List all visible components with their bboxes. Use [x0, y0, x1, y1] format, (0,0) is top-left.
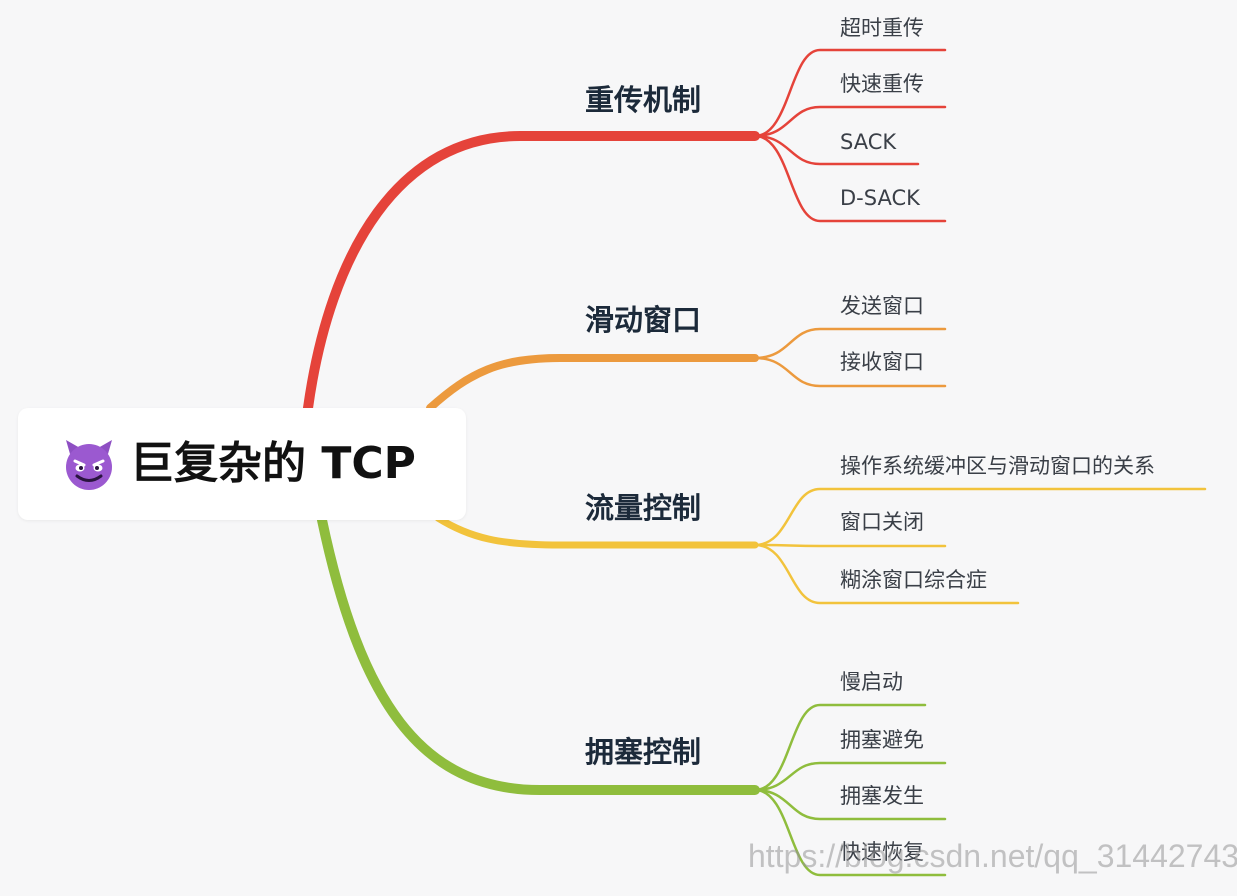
leaf-connector-8	[753, 543, 1020, 605]
branch-connectors	[303, 131, 760, 795]
branch-connector-1	[426, 354, 759, 412]
leaf-connector-11	[753, 788, 947, 821]
leaf-connector-4	[753, 327, 947, 360]
leaf-window-closed[interactable]: 窗口关闭	[840, 510, 924, 534]
leaf-os-buffer-window-relation[interactable]: 操作系统缓冲区与滑动窗口的关系	[840, 454, 1155, 478]
leaf-connector-6	[753, 487, 1207, 547]
leaf-slow-start[interactable]: 慢启动	[840, 670, 903, 694]
branch-label-flow-control[interactable]: 流量控制	[585, 491, 702, 525]
leaf-send-window[interactable]: 发送窗口	[840, 294, 924, 318]
branch-connector-3	[317, 515, 760, 795]
leaf-connector-0	[753, 48, 947, 138]
leaf-congestion-avoidance[interactable]: 拥塞避免	[840, 728, 924, 752]
leaf-connector-9	[753, 703, 927, 792]
leaf-d-sack[interactable]: D-SACK	[840, 186, 920, 210]
branch-label-retransmission[interactable]: 重传机制	[585, 83, 702, 117]
branch-label-sliding-window[interactable]: 滑动窗口	[585, 303, 702, 337]
branch-connector-0	[303, 131, 760, 413]
leaf-connector-3	[753, 134, 947, 223]
leaf-connectors	[753, 48, 1207, 877]
leaf-congestion-occurrence[interactable]: 拥塞发生	[840, 784, 924, 808]
leaf-connector-12	[753, 788, 947, 877]
devil-emoji-icon	[66, 440, 112, 490]
leaf-silly-window-syndrome[interactable]: 糊涂窗口综合症	[840, 568, 987, 592]
leaf-fast-retransmission[interactable]: 快速重传	[840, 72, 924, 96]
root-title: 巨复杂的 TCP	[130, 438, 416, 489]
watermark-url: https://blog.csdn.net/qq_31442743	[748, 838, 1237, 874]
branch-connector-2	[434, 514, 759, 549]
leaf-connector-5	[753, 356, 947, 388]
leaf-connector-10	[753, 761, 947, 792]
leaf-receive-window[interactable]: 接收窗口	[840, 350, 924, 374]
leaf-connector-1	[753, 105, 947, 138]
leaf-sack[interactable]: SACK	[840, 130, 897, 154]
branch-label-congestion-control[interactable]: 拥塞控制	[585, 735, 702, 769]
leaf-connector-7	[753, 543, 947, 548]
leaf-timeout-retransmission[interactable]: 超时重传	[840, 16, 924, 40]
leaf-fast-recovery[interactable]: 快速恢复	[840, 840, 924, 864]
leaf-connector-2	[753, 134, 920, 166]
